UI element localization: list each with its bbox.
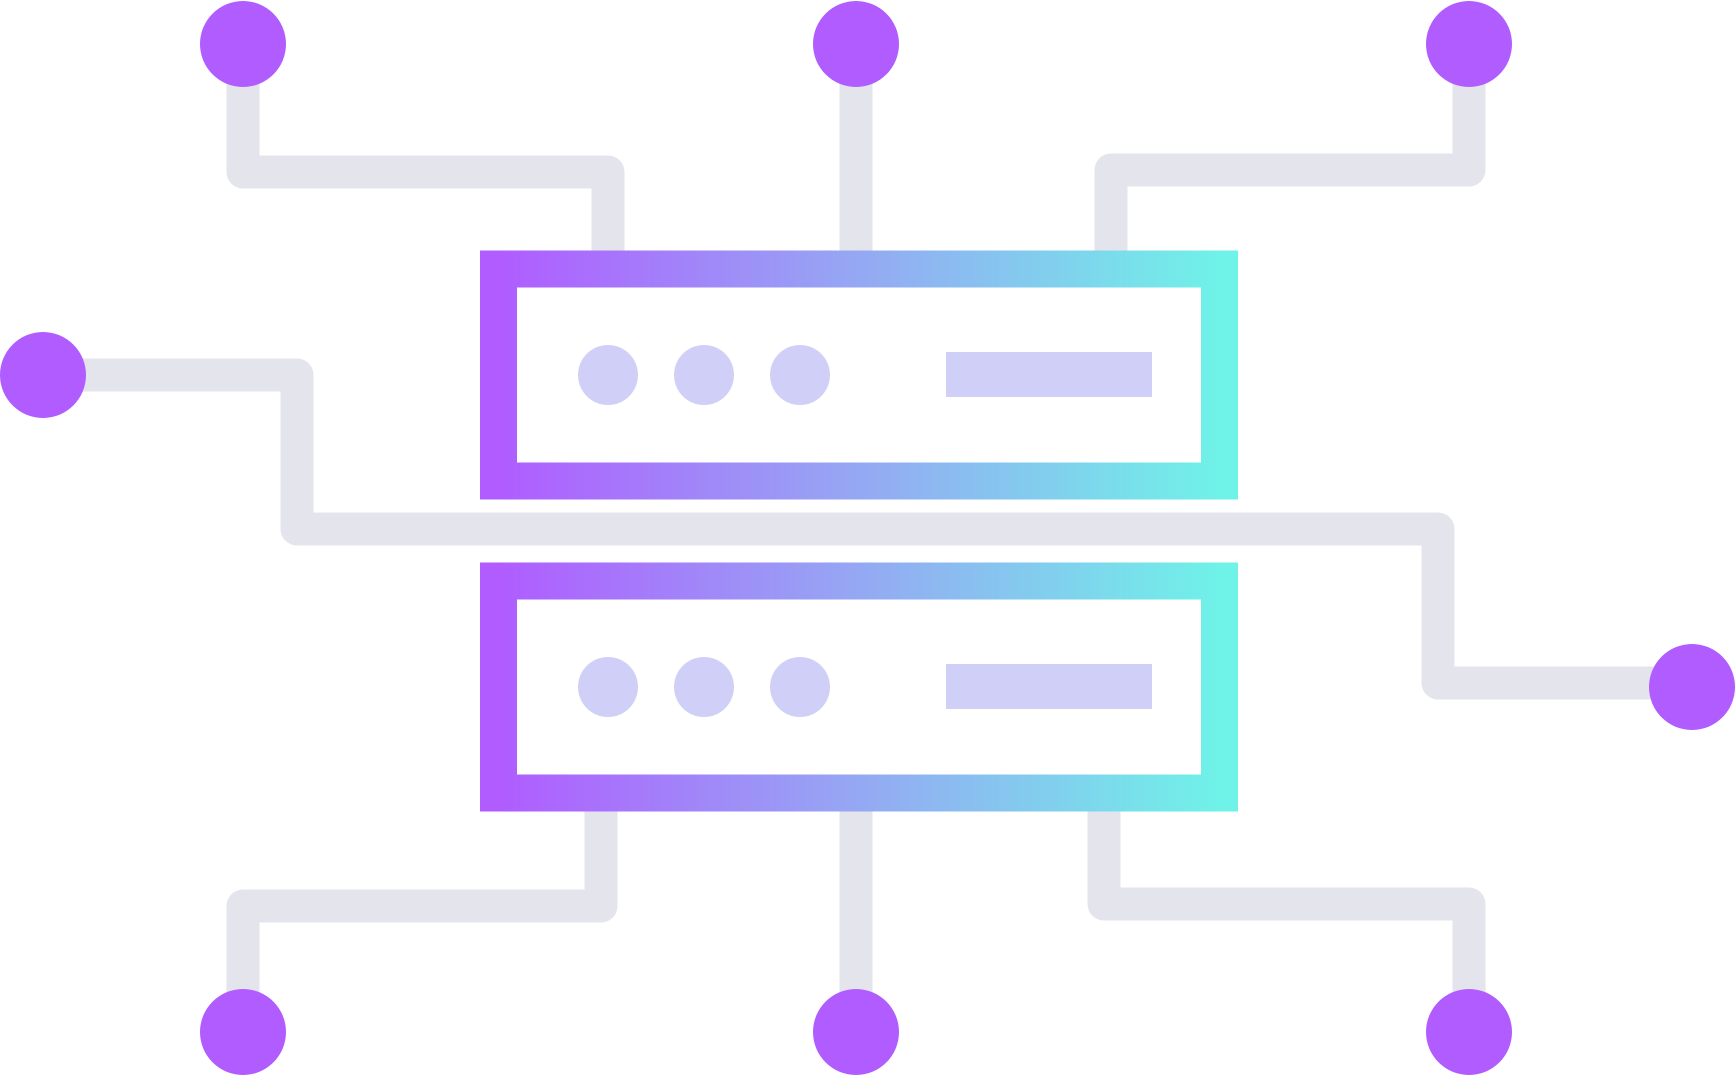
node-bottom-left <box>200 989 286 1075</box>
node-top-left <box>200 1 286 87</box>
node-top-center <box>813 1 899 87</box>
server-bottom <box>480 562 1238 812</box>
node-top-right <box>1426 1 1512 87</box>
connector-bottom-left <box>226 808 618 1032</box>
indicator-light-1 <box>578 657 638 717</box>
node-bottom-right <box>1426 989 1512 1075</box>
connector-top-right <box>1094 44 1486 252</box>
server-bottom-frame <box>480 562 1238 812</box>
server-top-frame <box>480 250 1238 500</box>
indicator-light-1 <box>578 345 638 405</box>
indicator-light-3 <box>770 657 830 717</box>
drive-slot-bar <box>946 664 1152 709</box>
node-bottom-center <box>813 989 899 1075</box>
connector-lines <box>43 44 1692 1032</box>
node-left <box>0 332 86 418</box>
indicator-light-2 <box>674 657 734 717</box>
indicator-light-3 <box>770 345 830 405</box>
indicator-light-2 <box>674 345 734 405</box>
node-right <box>1649 644 1735 730</box>
drive-slot-bar <box>946 352 1152 397</box>
connector-top-left <box>226 44 625 252</box>
connector-middle-left-right <box>43 358 1692 700</box>
server-top <box>480 250 1238 500</box>
connector-bottom-right <box>1087 808 1486 1032</box>
